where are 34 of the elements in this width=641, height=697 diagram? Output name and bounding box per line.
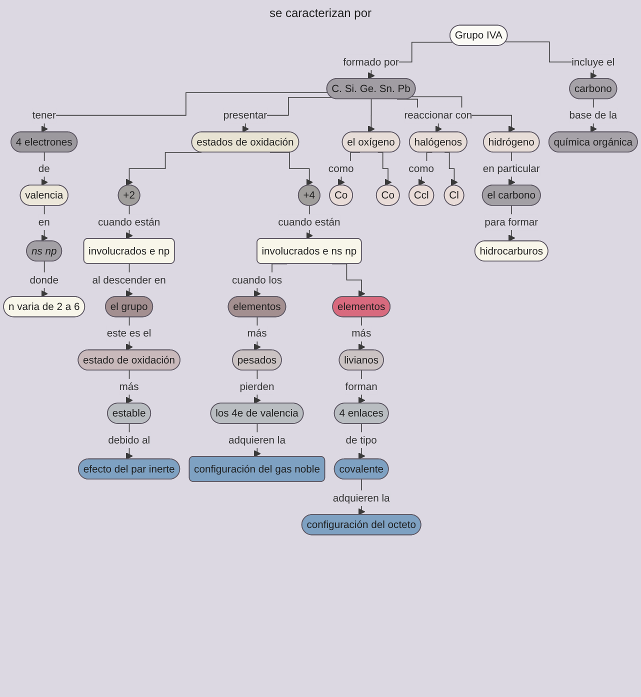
edge-label: de	[38, 162, 50, 174]
edge-label: cuando están	[278, 216, 340, 228]
note-text: se caracterizan por	[269, 6, 372, 20]
edge-label: reaccionar con	[404, 109, 472, 122]
edge-label: base de la	[569, 109, 618, 122]
arrow	[332, 263, 366, 298]
edge-label: más	[352, 327, 372, 340]
edge-label: más	[247, 327, 267, 340]
edge-label: en particular	[482, 162, 540, 174]
arrow	[40, 92, 328, 133]
edge-label: formado por	[343, 56, 399, 68]
arrow	[368, 98, 375, 133]
edge-label: cuando están	[98, 216, 160, 228]
edge-label: para formar	[484, 216, 538, 228]
edge-label: adquieren la	[228, 434, 286, 446]
edge-label: como	[408, 162, 434, 174]
edge-label: tener	[32, 109, 56, 122]
edge-label: más	[119, 380, 139, 392]
edge-label: como	[328, 162, 354, 174]
edge-label: este es el	[106, 327, 152, 340]
edge-label: presentar	[223, 109, 268, 122]
arrow	[40, 205, 48, 242]
edge-label: en	[38, 216, 50, 228]
edge-label: al descender en	[92, 274, 166, 286]
edge-label: incluye el	[572, 56, 615, 68]
edge-label: donde	[30, 274, 58, 286]
edge-label: cuando los	[232, 274, 282, 286]
arrow	[40, 152, 48, 186]
edge-label: de tipo	[346, 434, 377, 446]
edge-label: pierden	[240, 380, 274, 392]
edge-label: adquieren la	[332, 492, 390, 504]
edge-label: forman	[345, 380, 378, 392]
edge-label: debido al	[108, 434, 150, 446]
arrow	[126, 152, 202, 186]
